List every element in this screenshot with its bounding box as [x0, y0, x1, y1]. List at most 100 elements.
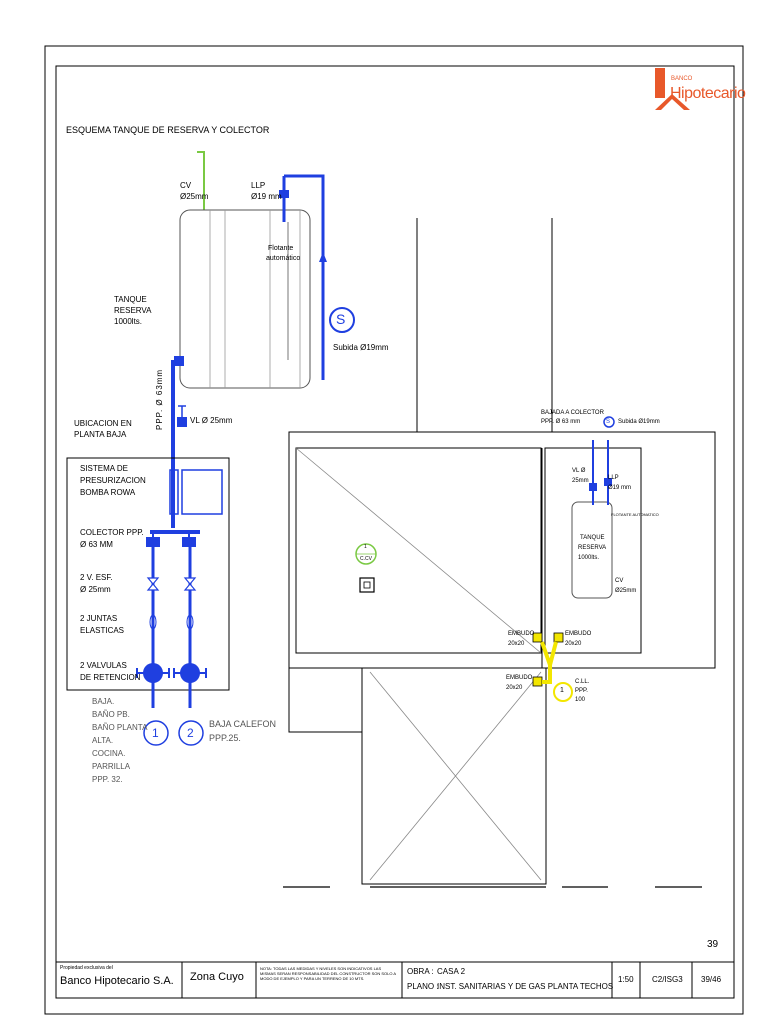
- plan-vl-1: VL Ø: [572, 468, 586, 474]
- vl-valve: [177, 417, 187, 427]
- bajada-label-1: BAJADA A COLECTOR: [541, 410, 604, 416]
- tank-label-2: RESERVA: [114, 306, 152, 315]
- embudo-size-1: 20x20: [508, 641, 525, 647]
- plan-llp-size: Ø19 mm: [608, 485, 632, 491]
- owner-small: Propiedad exclusiva del: [60, 965, 113, 971]
- plan-s-symbol: S: [606, 419, 611, 425]
- baja-item: PPP. 32.: [92, 775, 123, 784]
- ccv-bottom: C.CV: [360, 556, 372, 562]
- outer-frame: [44, 45, 744, 1015]
- embudo-label-2: EMBUDO: [565, 631, 592, 637]
- logo-mark: [655, 68, 690, 110]
- s-symbol: S: [336, 311, 346, 327]
- baja-item: PARRILLA: [92, 762, 131, 771]
- embudo-label-3: EMBUDO: [506, 675, 533, 681]
- colector-label-2: Ø 63 MM: [80, 540, 113, 549]
- juntas-label-2: ELASTICAS: [80, 626, 125, 635]
- llp-label: LLP: [251, 181, 266, 190]
- plan-tank-2: RESERVA: [578, 545, 607, 551]
- scale: 1:50: [618, 975, 634, 984]
- cv-pipe: [197, 151, 205, 210]
- plan-float: FLOTANTE AUTOMATICO: [611, 512, 659, 517]
- sist-label-3: BOMBA ROWA: [80, 488, 136, 497]
- plan-cv-size: Ø25mm: [615, 588, 637, 594]
- zone: Zona Cuyo: [190, 971, 244, 983]
- subida-circle: [329, 307, 355, 333]
- baja-item: BAJA.: [92, 697, 115, 706]
- plan-outer: [288, 431, 716, 669]
- float-label-1: Flotante: [268, 245, 294, 252]
- valv-label-2: DE RETENCION: [80, 673, 141, 682]
- tank-label-1: TANQUE: [114, 295, 147, 304]
- embudo-2: [553, 632, 564, 643]
- sheet-code: C2/ISG3: [652, 975, 683, 984]
- llp-pipe: [284, 174, 325, 380]
- circle-2-label: 2: [187, 726, 194, 740]
- cv-size: Ø25mm: [180, 192, 209, 201]
- ccv-box: [359, 577, 375, 593]
- subida-label: Subida Ø19mm: [333, 343, 389, 352]
- colector-label-1: COLECTOR PPP.: [80, 528, 144, 537]
- cll-label-3: 100: [575, 697, 586, 703]
- owner-name: Banco Hipotecario S.A.: [60, 975, 174, 987]
- embudo-size-3: 20x20: [506, 685, 523, 691]
- embudo-3: [532, 676, 543, 687]
- baja-item: COCINA.: [92, 749, 126, 758]
- baja-item: ALTA.: [92, 736, 114, 745]
- pump-box: [66, 457, 230, 691]
- esf-label-1: 2 V. ESF.: [80, 573, 113, 582]
- schema-title: ESQUEMA TANQUE DE RESERVA Y COLECTOR: [66, 125, 270, 135]
- plan-roof-1: [295, 447, 542, 654]
- plan-tank-3: 1000lts.: [578, 555, 600, 561]
- circle-1-label: 1: [152, 726, 159, 740]
- outlet-circle-1: [143, 720, 169, 746]
- obra-value: CASA 2: [437, 967, 466, 976]
- plan-llp: LLP: [608, 475, 619, 481]
- cll-label-1: C.LL.: [575, 679, 590, 685]
- calefon-label-2: PPP.25.: [209, 733, 241, 743]
- ubic-label-2: PLANTA BAJA: [74, 430, 127, 439]
- logo-small: BANCO: [671, 76, 693, 82]
- vl-label: VL Ø 25mm: [190, 416, 233, 425]
- baja-item: BAÑO PLANTA: [92, 723, 148, 732]
- plan-tank-1: TANQUE: [580, 535, 605, 541]
- pump-unit: [181, 469, 223, 515]
- plan-lower-room: [361, 667, 547, 885]
- cll-label-2: PPP.: [575, 688, 588, 694]
- tank-body: [179, 209, 311, 389]
- plan-vl-2: 25mm: [572, 478, 589, 484]
- plan-cv: CV: [615, 578, 624, 584]
- inner-frame: [55, 65, 735, 999]
- logo-name: Hipotecario: [670, 85, 746, 102]
- outlet-pipe: [171, 360, 180, 528]
- cll-circle: [553, 682, 573, 702]
- cll-num: 1: [560, 687, 564, 694]
- plan-subida: Subida Ø19mm: [618, 419, 660, 425]
- valv-label-1: 2 VALVULAS: [80, 661, 127, 670]
- ccv-top: 1: [364, 544, 367, 550]
- juntas-label-1: 2 JUNTAS: [80, 614, 118, 623]
- page-count: 39/46: [701, 975, 722, 984]
- esf-label-2: Ø 25mm: [80, 585, 111, 594]
- tank-label-3: 1000lts.: [114, 317, 143, 326]
- embudo-1: [532, 632, 543, 643]
- embudo-size-2: 20x20: [565, 641, 582, 647]
- sist-label-2: PRESURIZACION: [80, 476, 146, 485]
- plano-value: INST. SANITARIAS Y DE GAS PLANTA TECHOS: [437, 982, 614, 991]
- sheet-number: 39: [707, 939, 719, 950]
- llp-size: Ø19 mm: [251, 192, 282, 201]
- obra-label: OBRA :: [407, 967, 434, 976]
- cv-label: CV: [180, 181, 192, 190]
- ubic-label-1: UBICACION EN: [74, 419, 132, 428]
- sist-label-1: SISTEMA DE: [80, 464, 129, 473]
- outlet-circle-2: [178, 720, 204, 746]
- baja-item: BAÑO PB.: [92, 710, 130, 719]
- bajada-label-2: PPP. Ø 63 mm: [541, 419, 581, 425]
- footer-note: NOTA: TODAS LAS MEDIDAS Y NIVELES SON IN…: [260, 966, 396, 981]
- ppp-vertical: PPP. Ø 63mm: [155, 368, 164, 430]
- plano-label: PLANO :: [407, 982, 439, 991]
- embudo-label-1: EMBUDO: [508, 631, 535, 637]
- calefon-label-1: BAJA CALEFON: [209, 719, 277, 729]
